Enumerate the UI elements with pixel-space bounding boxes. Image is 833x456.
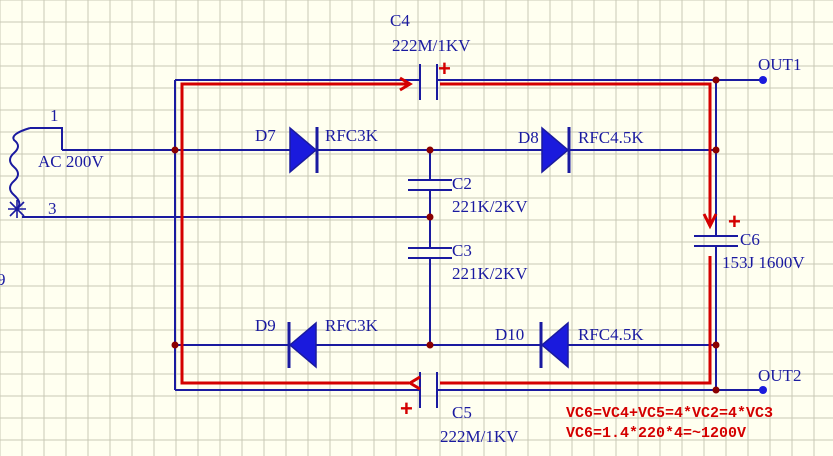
out2-label: OUT2: [758, 366, 801, 385]
transformer-winding: [9, 127, 31, 209]
edge-pin-label: 9: [0, 270, 6, 289]
d7-value-label: RFC3K: [325, 126, 379, 145]
charging-current-path: [180, 76, 718, 391]
c4-plus-sign: +: [438, 56, 451, 81]
diode-d8: [541, 126, 571, 174]
d9-ref-label: D9: [255, 316, 276, 335]
c6-ref-label: C6: [740, 230, 760, 249]
node: [171, 341, 179, 349]
transformer-voltage-label: AC 200V: [38, 152, 104, 171]
c5-ref-label: C5: [452, 403, 472, 422]
c6-plus-sign: +: [728, 209, 741, 234]
c4-value-label: 222M/1KV: [392, 36, 471, 55]
node: [426, 213, 434, 221]
capacitor-c2: [408, 179, 452, 191]
out2-terminal: [759, 386, 767, 394]
node: [171, 146, 179, 154]
capacitor-c4: [419, 64, 438, 100]
current-path-left: [180, 82, 409, 385]
node: [426, 341, 434, 349]
d10-ref-label: D10: [495, 325, 524, 344]
diode-d9: [287, 321, 317, 369]
node: [712, 146, 720, 154]
transformer-pin3-label: 3: [48, 199, 57, 218]
d8-ref-label: D8: [518, 128, 539, 147]
c6-value-label: 153J 1600V: [722, 253, 805, 272]
current-path-right-top: [440, 82, 712, 226]
c2-value-label: 221K/2KV: [452, 197, 528, 216]
wires: [22, 79, 763, 391]
equation-line-2: VC6=1.4*220*4=~1200V: [566, 425, 746, 442]
diode-d10: [539, 321, 569, 369]
d8-value-label: RFC4.5K: [578, 128, 644, 147]
arrow-top: [399, 76, 413, 92]
node: [712, 341, 720, 349]
diode-d7: [289, 126, 319, 174]
capacitor-c6: [694, 235, 738, 247]
junction-nodes: [171, 76, 720, 394]
c5-plus-sign: +: [400, 396, 413, 421]
out1-label: OUT1: [758, 55, 801, 74]
out1-terminal: [759, 76, 767, 84]
node: [712, 386, 720, 394]
capacitor-c3: [408, 247, 452, 259]
arrow-bottom: [407, 375, 421, 391]
d9-value-label: RFC3K: [325, 316, 379, 335]
node: [712, 76, 720, 84]
d10-value-label: RFC4.5K: [578, 325, 644, 344]
transformer-pin1-label: 1: [50, 106, 59, 125]
capacitors: [408, 64, 738, 408]
equation-line-1: VC6=VC4+VC5=4*VC2=4*VC3: [566, 405, 773, 422]
c3-ref-label: C3: [452, 241, 472, 260]
wire-transformer-pin1: [30, 127, 63, 150]
d7-ref-label: D7: [255, 126, 276, 145]
transformer-pin3-marker: [8, 200, 26, 218]
c2-ref-label: C2: [452, 174, 472, 193]
c4-ref-label: C4: [390, 11, 410, 30]
capacitor-c5: [419, 372, 438, 408]
c5-value-label: 222M/1KV: [440, 427, 519, 446]
c3-value-label: 221K/2KV: [452, 264, 528, 283]
node: [426, 146, 434, 154]
current-path-right-bottom: [440, 256, 712, 385]
arrow-right: [702, 213, 718, 230]
